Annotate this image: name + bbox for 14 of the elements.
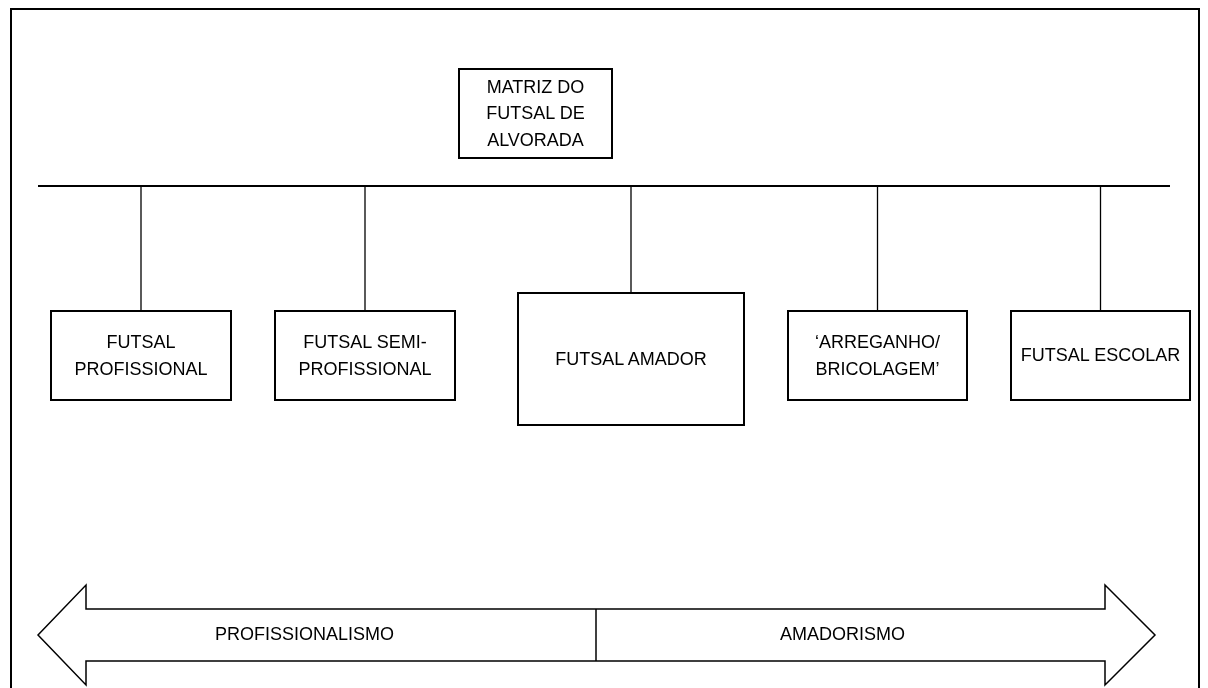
category-box: FUTSAL SEMI-PROFISSIONAL	[274, 310, 456, 401]
connector-line	[630, 186, 632, 293]
category-box: FUTSAL PROFISSIONAL	[50, 310, 232, 401]
connector-line	[140, 186, 142, 311]
connector-line	[364, 186, 366, 311]
category-box: ‘ARREGANHO/ BRICOLAGEM’	[787, 310, 968, 401]
connector-line	[1099, 186, 1102, 311]
category-box: FUTSAL ESCOLAR	[1010, 310, 1191, 401]
category-box: MATRIZ DO FUTSAL DE ALVORADA	[458, 68, 613, 159]
connector-line	[876, 186, 879, 311]
category-box: FUTSAL AMADOR	[517, 292, 745, 426]
branch-line	[38, 185, 1170, 187]
axis-label: AMADORISMO	[780, 624, 905, 645]
axis-label: PROFISSIONALISMO	[215, 624, 395, 645]
